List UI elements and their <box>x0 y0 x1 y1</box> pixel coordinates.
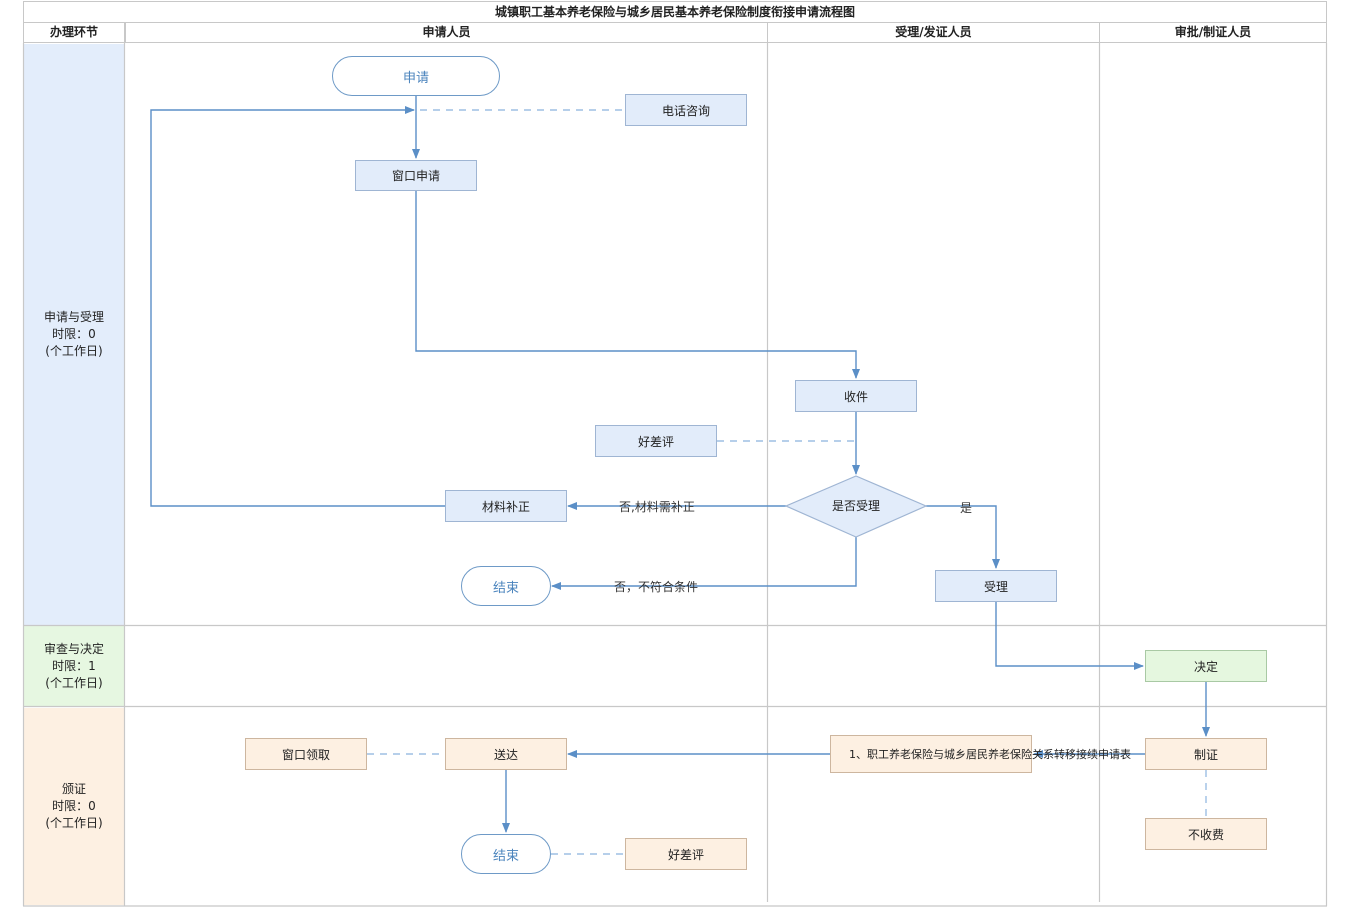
edge-label-unqualified: 否，不符合条件 <box>614 580 699 594</box>
phase-name: 申请与受理 <box>43 310 104 324</box>
column-header-applicant: 申请人员 <box>125 23 768 43</box>
phase-unit: (个工作日) <box>45 816 103 830</box>
column-header-approver: 审批/制证人员 <box>1099 23 1327 43</box>
node-decide: 决定 <box>1145 650 1267 682</box>
edge-decision-to-end <box>551 537 857 590</box>
phase-review-decide: 审查与决定时限：1 (个工作日) <box>24 626 124 706</box>
phase-unit: (个工作日) <box>45 344 103 358</box>
decision-label: 是否受理 <box>831 498 880 513</box>
phase-limit: 时限：0 <box>52 799 96 813</box>
edge-supplement-loop <box>150 106 445 507</box>
phase-unit: (个工作日) <box>45 675 103 690</box>
end-terminal-2: 结束 <box>461 834 551 874</box>
node-phone-consult: 电话咨询 <box>625 94 747 126</box>
edge-label-yes: 是 <box>960 501 973 515</box>
edge-label-needs-supplement: 否,材料需补正 <box>619 500 695 514</box>
phase-name: 颁证 <box>61 782 86 796</box>
node-accept: 受理 <box>935 570 1057 602</box>
node-window-collect: 窗口领取 <box>245 738 367 770</box>
node-material-supplement: 材料补正 <box>445 490 567 522</box>
node-receive: 收件 <box>795 380 917 412</box>
node-make-cert: 制证 <box>1145 738 1267 770</box>
grid-lines <box>22 43 1328 907</box>
phase-name: 审查与决定 <box>43 641 104 656</box>
column-header-stage: 办理环节 <box>23 23 125 43</box>
phase-limit: 时限：1 <box>52 658 96 673</box>
edge-window-to-receive <box>415 191 860 379</box>
phase-limit: 时限：0 <box>52 327 96 341</box>
edge-decision-to-accept <box>926 505 1000 569</box>
node-application-form: 1、职工养老保险与城乡居民养老保险关系转移接续申请表 <box>830 735 1131 773</box>
start-terminal-apply: 申请 <box>332 56 500 96</box>
node-no-fee: 不收费 <box>1145 818 1267 850</box>
decision-diamond <box>784 475 928 538</box>
edge-accept-to-decide <box>995 602 1144 670</box>
node-review-2: 好差评 <box>625 838 747 870</box>
node-review-1: 好差评 <box>595 425 717 457</box>
phase-apply-accept: 申请与受理时限：0 (个工作日) <box>24 44 124 625</box>
node-deliver: 送达 <box>445 738 567 770</box>
phase-issue-cert: 颁证时限：0 (个工作日) <box>24 708 124 905</box>
end-terminal-1: 结束 <box>461 566 551 606</box>
diagram-title: 城镇职工基本养老保险与城乡居民基本养老保险制度衔接申请流程图 <box>23 1 1327 23</box>
node-window-apply: 窗口申请 <box>355 160 477 191</box>
column-header-acceptor: 受理/发证人员 <box>767 23 1100 43</box>
